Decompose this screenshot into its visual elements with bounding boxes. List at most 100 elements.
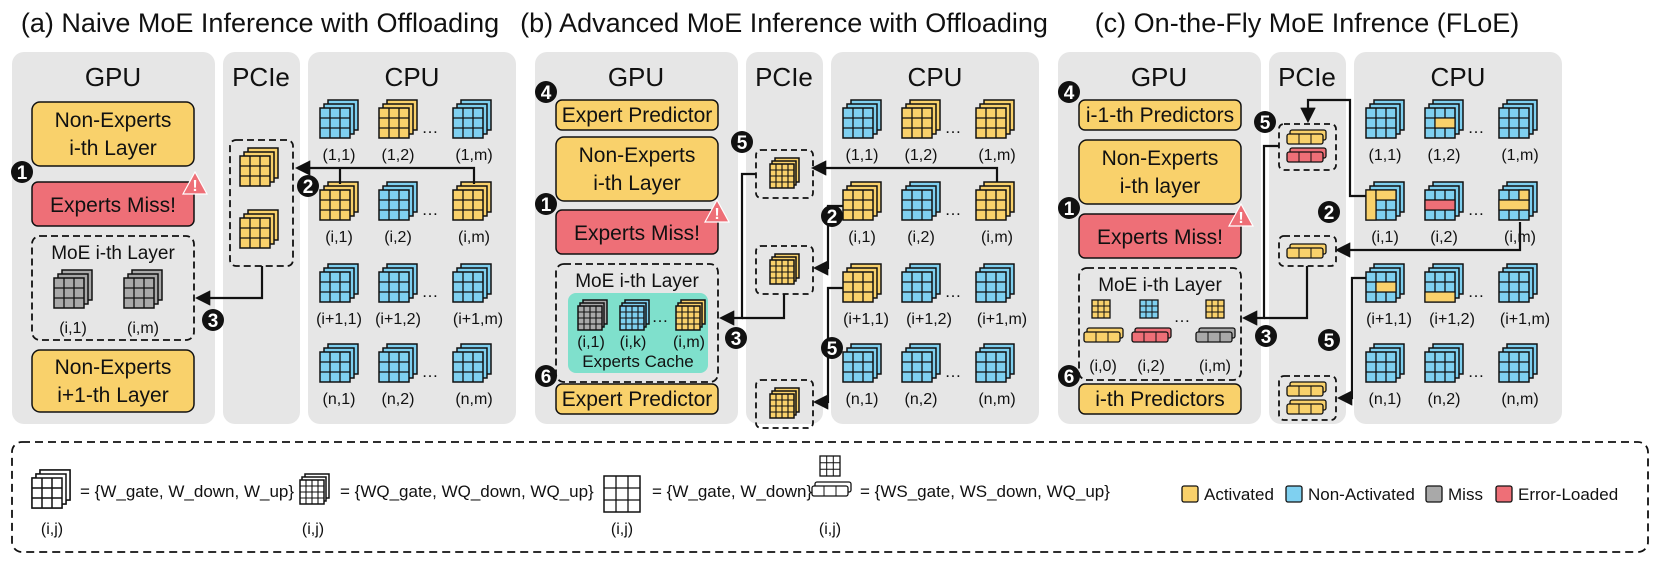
panel-c-moe-layer [1078,267,1242,381]
svg-text:…: … [1468,118,1485,137]
panel-b-expert-predictor-bottom [555,383,719,415]
panel-a-cpu-grid: … … … … [319,99,492,383]
panel-b-step-1: 1 [535,193,557,216]
legend-label-1: (i,j) [41,521,63,538]
svg-text:(i,1): (i,1) [325,229,353,246]
panel-c-pcie-slot-3 [1278,375,1337,421]
svg-text:2: 2 [303,177,314,198]
panel-a-load-arrow [294,160,476,184]
panel-a-pcie-buffer [229,139,294,267]
panel-b-step-5-bottom: 5 [821,337,843,360]
svg-text:(n,m): (n,m) [1501,391,1538,408]
panel-c-title: (c) On-the-Fly MoE Infrence (FLoE) [1095,8,1520,38]
panel-b-non-experts-top [555,136,719,202]
panel-a: (a) Naive MoE Inference with Offloading … [11,8,516,424]
panel-b-pcie-region [746,52,823,424]
svg-text:(1,1): (1,1) [1369,147,1402,164]
panel-c-experts-miss [1078,213,1242,259]
svg-text:5: 5 [1260,113,1271,134]
legend-frame [11,441,1649,553]
legend-swatch-non-activated [1285,485,1303,503]
svg-text:(i,1): (i,1) [1371,229,1399,246]
svg-text:(i,2): (i,2) [384,229,412,246]
panel-c-predictors-label: i-th Predictors [1095,388,1225,411]
svg-text:…: … [945,362,962,381]
legend-label-2: (i,j) [302,521,324,538]
svg-text:(n,2): (n,2) [382,391,415,408]
svg-text:5: 5 [1324,331,1335,352]
svg-text:(1,2): (1,2) [382,147,415,164]
svg-text:(1,2): (1,2) [905,147,938,164]
legend-error-loaded: Error-Loaded [1518,485,1618,504]
svg-text:…: … [422,118,439,137]
legend-label-4: (i,j) [819,521,841,538]
svg-text:6: 6 [541,367,552,388]
panel-c-step-5-bottom: 5 [1318,329,1340,352]
svg-text:1: 1 [17,163,28,184]
panel-b-cpu-grid: … … … … [842,99,1015,383]
panel-b-non-experts-top-line2: i-th Layer [593,172,681,195]
panel-c-cpu-grid: … … … … [1365,99,1538,383]
panel-b-non-experts-top-line1: Non-Experts [579,144,696,167]
panel-a-moe-expert-1 [53,269,93,309]
svg-text:(i,m): (i,m) [981,229,1013,246]
svg-text:4: 4 [1064,83,1075,104]
panel-b-step-2: 2 [821,205,843,228]
panel-c-non-experts-top [1078,139,1242,205]
svg-text:(i+1,2): (i+1,2) [375,311,421,328]
panel-a-non-experts-top [31,101,195,167]
panel-a-cpu-label: CPU [385,62,440,92]
panel-b-pcie-label: PCIe [755,62,813,92]
legend: (i,j) = {W_gate, W_down, W_up} (i,j) = {… [11,441,1649,553]
svg-text:(n,1): (n,1) [1369,391,1402,408]
panel-b-experts-miss-label: Experts Miss! [574,222,700,245]
svg-text:6: 6 [1064,367,1075,388]
svg-text:(i+1,1): (i+1,1) [316,311,362,328]
panel-b-cache-expert-1 [577,299,608,331]
panel-b-cache-label-m: (i,m) [673,334,705,351]
panel-c-cpu-labels: (1,1) (1,2) (1,m) (i,1) (i,2) (i,m) (i+1… [1366,147,1550,408]
panel-c-cpu-label: CPU [1431,62,1486,92]
panel-b-moe-layer-title: MoE i-th Layer [575,271,699,292]
svg-text:5: 5 [737,133,748,154]
legend-swatch-miss [1425,485,1443,503]
svg-text:(1,m): (1,m) [1501,147,1538,164]
panel-b-title: (b) Advanced MoE Inference with Offloadi… [520,8,1048,38]
panel-b-cache-expert-k [619,299,650,331]
panel-b-cache-label-k: (i,k) [620,334,647,351]
panel-a-gpu-label: GPU [85,62,141,92]
svg-text:(n,1): (n,1) [323,391,356,408]
panel-a-cpu-region [308,52,516,424]
svg-text:(n,2): (n,2) [905,391,938,408]
svg-text:(i+1,m): (i+1,m) [453,311,503,328]
svg-text:(i,2): (i,2) [907,229,935,246]
panel-c-prev-predictors [1078,99,1242,131]
svg-text:(1,1): (1,1) [323,147,356,164]
legend-label-3: (i,j) [611,521,633,538]
svg-text:(1,m): (1,m) [978,147,1015,164]
panel-a-pcie-expert-1 [239,147,279,187]
svg-text:(1,m): (1,m) [455,147,492,164]
panel-c-non-experts-top-line2: i-th layer [1120,175,1201,198]
panel-a-pcie-expert-2 [239,209,279,249]
svg-text:…: … [652,307,669,326]
panel-a-step-1: 1 [11,161,33,184]
panel-b-expert-predictor-top-label: Expert Predictor [562,104,713,127]
panel-a-moe-expert-m [123,269,163,309]
panel-a-moe-layer-title: MoE i-th Layer [51,243,175,264]
svg-text:(n,1): (n,1) [846,391,879,408]
svg-text:(i+1,m): (i+1,m) [1500,311,1550,328]
svg-text:…: … [945,282,962,301]
panel-b-experts-cache-label: Experts Cache [582,352,694,371]
panel-a-pcie-label: PCIe [232,62,290,92]
panel-c-predictors [1078,383,1242,415]
svg-text:(i+1,2): (i+1,2) [1429,311,1475,328]
svg-text:…: … [945,118,962,137]
svg-text:2: 2 [1324,203,1335,224]
panel-b-cache-label-1: (i,1) [577,334,605,351]
panel-c-step-4: 4 [1058,81,1080,104]
panel-a-transfer-arrow [194,266,264,306]
panel-c-step-6: 6 [1058,365,1080,388]
panel-a-experts-miss-label: Experts Miss! [50,194,176,217]
panel-c-pcie-label: PCIe [1278,62,1336,92]
